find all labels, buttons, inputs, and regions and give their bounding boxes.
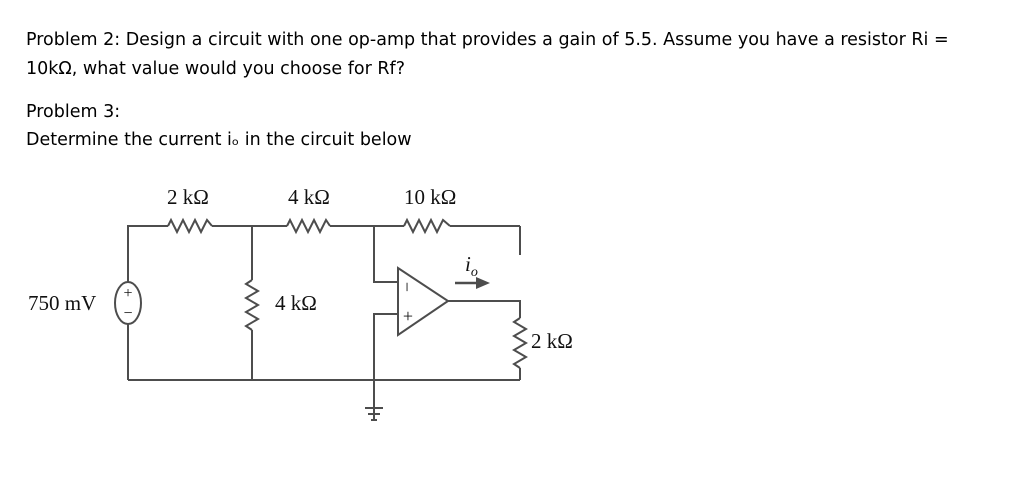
problem-3-heading: Problem 3:: [26, 102, 121, 122]
op-amp-noninverting-sign: +: [403, 306, 413, 326]
resistor-10k-feedback: [403, 217, 451, 235]
resistor-2k-series: [167, 217, 213, 235]
voltage-source: + −: [114, 281, 142, 325]
op-amp-input-wires: [373, 226, 398, 420]
label-r-shunt: 4 kΩ: [275, 291, 317, 315]
resistor-2k-load: [512, 317, 528, 380]
label-r-series-1: 2 kΩ: [167, 185, 209, 209]
problem-2-line-2: 10kΩ, what value would you choose for Rf…: [26, 59, 405, 79]
problem-2-line-1: Problem 2: Design a circuit with one op-…: [26, 30, 949, 50]
resistor-4k-series: [286, 217, 331, 235]
current-arrow-icon: [455, 277, 490, 289]
op-amp-inverting-sign: −: [397, 282, 417, 292]
output-wire: [448, 226, 521, 318]
label-source-voltage: 750 mV: [28, 291, 96, 315]
label-r-feedback: 10 kΩ: [404, 185, 456, 209]
top-rail-wires: [127, 225, 520, 282]
ground-symbol: [365, 407, 383, 421]
problem-3-prompt: Determine the current iₒ in the circuit …: [26, 130, 412, 150]
op-amp: − +: [397, 266, 450, 337]
problem-2-text: Problem 2: Design a circuit with one op-…: [26, 26, 986, 84]
source-minus-sign: −: [123, 305, 132, 322]
source-plus-sign: +: [123, 285, 132, 302]
label-current-subscript: o: [471, 265, 478, 280]
resistor-4k-shunt: [244, 226, 260, 380]
label-current: io: [465, 252, 478, 280]
label-current-main: i: [465, 252, 471, 276]
label-r-load: 2 kΩ: [531, 329, 573, 353]
label-r-series-2: 4 kΩ: [288, 185, 330, 209]
